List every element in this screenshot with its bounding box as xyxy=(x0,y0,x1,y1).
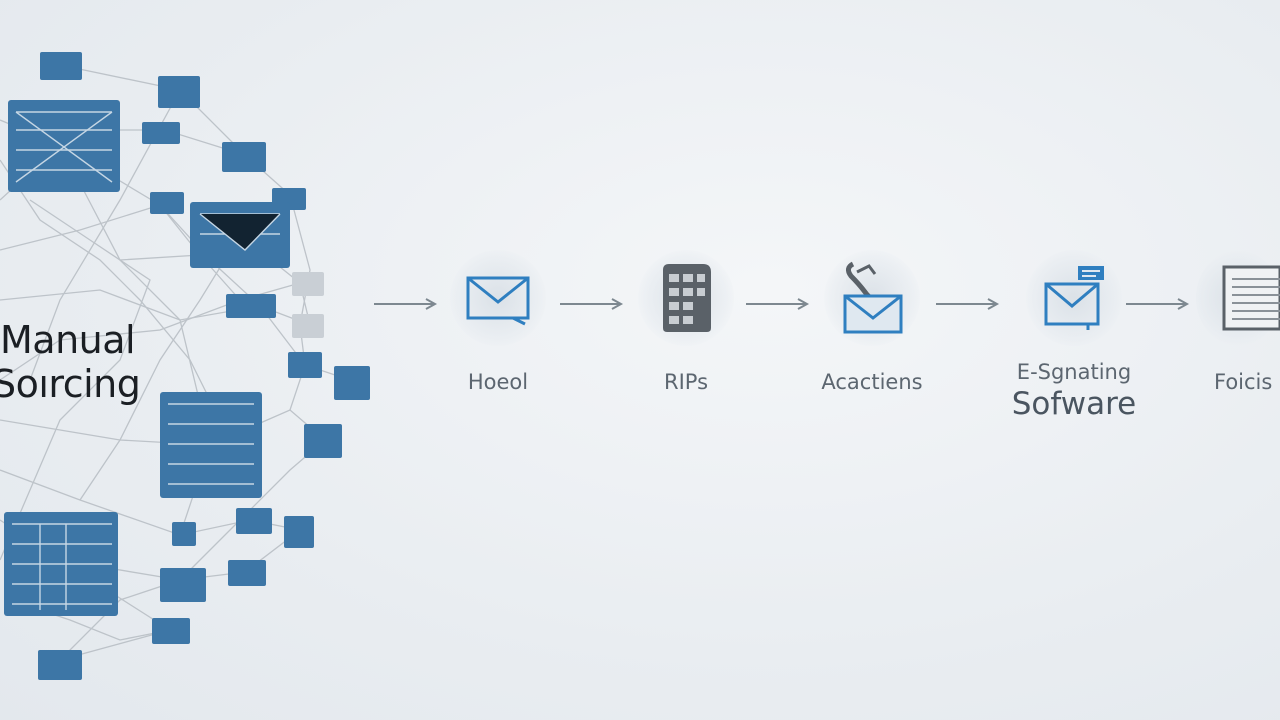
title-line-1: Manual xyxy=(0,318,136,362)
step-3: Acactiens xyxy=(812,250,932,394)
step-4-sublabel: Sofware xyxy=(1011,386,1137,422)
envelope-signature-icon xyxy=(824,250,920,346)
step-2-label: RIPs xyxy=(663,370,709,394)
step-4-label: E-Sgnating xyxy=(1016,360,1132,384)
document-network-graphic xyxy=(0,52,370,680)
document-icon xyxy=(1196,250,1280,346)
arrow-right-icon xyxy=(560,298,624,310)
arrow-right-icon xyxy=(936,298,1000,310)
arrow-right-icon xyxy=(1126,298,1190,310)
step-2: RIPs xyxy=(626,250,746,394)
arrow-right-icon xyxy=(746,298,810,310)
step-3-label: Acactiens xyxy=(821,370,923,394)
arrow-right-icon xyxy=(374,298,438,310)
step-5-label: Foicis xyxy=(1214,370,1273,394)
step-1: Hoeol xyxy=(438,250,558,394)
step-5: Foicis xyxy=(1196,250,1280,394)
title-manual-sourcing: Manual Soırcing xyxy=(0,318,141,406)
title-line-2: Soırcing xyxy=(0,362,141,406)
step-1-label: Hoeol xyxy=(467,370,529,394)
signed-envelope-icon xyxy=(1026,250,1122,346)
envelope-icon xyxy=(450,250,546,346)
step-4: E-Sgnating Sofware xyxy=(1004,250,1144,422)
document-stack-icon xyxy=(638,250,734,346)
